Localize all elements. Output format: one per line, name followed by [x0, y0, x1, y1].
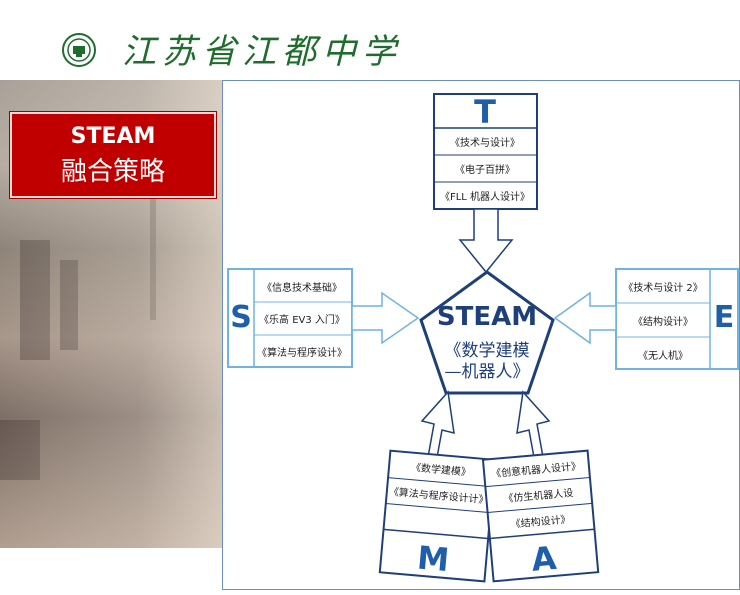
- e-arrow: [553, 291, 617, 345]
- section-title-line1: STEAM: [70, 124, 156, 149]
- a-arrow: [516, 390, 551, 464]
- s-item-3: 《算法与程序设计》: [257, 346, 347, 359]
- e-item-1: 《技术与设计 2》: [623, 281, 703, 294]
- e-item-2: 《结构设计》: [633, 315, 693, 328]
- s-arrow: [351, 291, 420, 345]
- photo-floor: [0, 548, 230, 595]
- section-title-line2: 融合策略: [60, 157, 165, 187]
- t-item-1: 《技术与设计》: [450, 136, 520, 149]
- school-seal-icon: [62, 33, 96, 67]
- section-title-box: STEAM 融合策略: [10, 112, 216, 198]
- s-item-2: 《乐高 EV3 入门》: [259, 313, 345, 326]
- a-block: 《创意机器人设计》 《仿生机器人设 《结构设计》 A: [481, 449, 600, 583]
- e-letter: E: [714, 300, 735, 335]
- t-item-2: 《电子百拼》: [455, 163, 515, 176]
- s-block: S 《信息技术基础》 《乐高 EV3 入门》 《算法与程序设计》: [227, 268, 353, 368]
- center-subtitle-line2: —机器人》: [445, 362, 530, 382]
- t-letter: T: [474, 93, 496, 131]
- school-name: 江苏省江都中学: [122, 32, 402, 72]
- t-arrow: [458, 208, 514, 274]
- center-pentagon: [419, 270, 555, 395]
- m-arrow: [420, 390, 455, 464]
- center-subtitle-line1: 《数学建模: [445, 341, 530, 361]
- m-block: 《数学建模》 《算法与程序设计计》 M: [378, 449, 497, 583]
- m-letter: M: [416, 539, 451, 580]
- s-letter: S: [230, 300, 252, 335]
- a-letter: A: [530, 539, 558, 579]
- e-item-3: 《无人机》: [638, 349, 688, 362]
- s-item-1: 《信息技术基础》: [262, 281, 342, 294]
- center-title: STEAM: [437, 302, 537, 332]
- t-block: T 《技术与设计》 《电子百拼》 《FLL 机器人设计》: [433, 93, 538, 210]
- t-item-3: 《FLL 机器人设计》: [440, 190, 530, 203]
- header-bar: 江苏省江都中学: [0, 0, 740, 80]
- e-block: E 《技术与设计 2》 《结构设计》 《无人机》: [615, 268, 739, 370]
